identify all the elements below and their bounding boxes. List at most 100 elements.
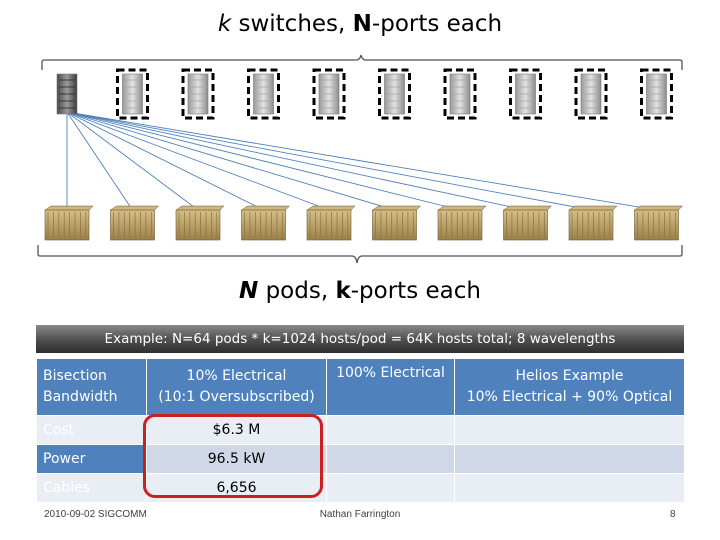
pod-top <box>633 205 684 211</box>
link-line <box>66 111 199 211</box>
cost-100pct-electrical <box>326 415 455 445</box>
pod-top <box>568 205 618 211</box>
switches-caption-end: -ports each <box>371 11 503 37</box>
row-label-cost: Cost <box>36 415 147 445</box>
table-row-power: Power 96.5 kW <box>36 444 685 474</box>
switch-inactive <box>181 68 215 120</box>
header-line: 100% Electrical <box>336 365 445 381</box>
pod-top <box>44 205 94 211</box>
pod-container <box>371 205 422 241</box>
switch-dashed-frame <box>116 68 149 120</box>
footer-conference: 2010-09-02 SIGCOMM <box>44 509 147 520</box>
header-line: Bisection <box>43 368 107 384</box>
switches-caption-mid: switches, <box>231 11 353 37</box>
table-header-row: Bisection Bandwidth 10% Electrical (10:1… <box>36 358 685 416</box>
switch-inactive <box>378 68 411 120</box>
n-symbol: N <box>239 278 259 304</box>
switch-dashed-frame <box>443 68 477 120</box>
brace-path <box>41 54 683 70</box>
switch-inactive <box>640 68 673 120</box>
link-line <box>66 111 133 211</box>
header-line: 10% Electrical + 90% Optical <box>466 389 673 405</box>
link-line <box>66 111 264 211</box>
pod-body <box>437 209 483 241</box>
link-line <box>66 111 395 211</box>
switch-dashed-frame <box>312 68 346 120</box>
power-100pct-electrical <box>326 444 455 474</box>
link-line <box>66 111 657 211</box>
header-line: Bandwidth <box>43 389 118 405</box>
switch-dashed-frame <box>509 68 542 120</box>
pods-caption: N pods, k-ports each <box>0 275 720 307</box>
pods-caption-mid: pods, <box>258 278 336 304</box>
k-symbol: k <box>335 278 351 304</box>
pod-body <box>110 209 155 241</box>
switch-inactive <box>443 68 477 120</box>
pods-caption-end: -ports each <box>350 278 481 304</box>
k-symbol: k <box>217 11 232 37</box>
pod-top <box>109 205 160 211</box>
power-10pct-electrical: 96.5 kW <box>146 444 327 474</box>
pod-container <box>568 205 618 241</box>
header-line: (10:1 Oversubscribed) <box>158 389 315 405</box>
header-line: Helios Example <box>515 368 624 384</box>
cables-helios <box>454 473 685 503</box>
pod-top <box>240 205 291 211</box>
header-line: 10% Electrical <box>186 368 287 384</box>
header-helios-example: Helios Example 10% Electrical + 90% Opti… <box>454 358 685 416</box>
brace-path <box>37 245 683 264</box>
link-line <box>66 111 526 211</box>
pod-container <box>109 205 160 241</box>
highlight-box <box>143 414 323 498</box>
switch-dashed-frame <box>640 68 673 120</box>
power-helios <box>454 444 685 474</box>
footer-author: Nathan Farrington <box>319 509 401 520</box>
switch-inactive <box>247 68 280 120</box>
switch-inactive <box>312 68 346 120</box>
cables-100pct-electrical <box>326 473 455 503</box>
pod-container <box>44 205 94 241</box>
pod-top <box>437 205 487 211</box>
pod-body <box>175 209 221 241</box>
switch-inactive <box>574 68 608 120</box>
pod-body <box>44 209 90 241</box>
pod-body <box>306 209 352 241</box>
switch-pod-links <box>66 111 657 211</box>
pod-container <box>437 205 487 241</box>
switch-row <box>56 68 673 120</box>
row-label-cables: Cables <box>36 473 147 503</box>
pod-container <box>502 205 553 241</box>
cost-10pct-electrical: $6.3 M <box>146 415 327 445</box>
cost-helios <box>454 415 685 445</box>
pod-container <box>240 205 291 241</box>
link-line <box>66 111 461 211</box>
comparison-table: Bisection Bandwidth 10% Electrical (10:1… <box>36 358 685 503</box>
example-banner: Example: N=64 pods * k=1024 hosts/pod = … <box>36 325 684 353</box>
switch-inactive <box>509 68 542 120</box>
switch-dashed-frame <box>574 68 608 120</box>
switches-caption: k switches, N-ports each <box>0 8 720 40</box>
row-label-power: Power <box>36 444 147 474</box>
link-line <box>66 111 592 211</box>
switches-brace <box>41 54 683 70</box>
pod-body <box>634 209 679 241</box>
switch-inactive <box>116 68 149 120</box>
pods-brace <box>37 245 683 264</box>
pod-body <box>372 209 417 241</box>
n-symbol: N <box>352 11 372 37</box>
pod-container <box>306 205 356 241</box>
pod-top <box>175 205 225 211</box>
pod-body <box>503 209 548 241</box>
switch-dashed-frame <box>181 68 215 120</box>
pod-container <box>633 205 684 241</box>
link-line <box>66 111 330 211</box>
topology-diagram <box>37 54 684 264</box>
header-100pct-electrical: 100% Electrical <box>326 358 455 416</box>
page-number: 8 <box>670 509 676 520</box>
pod-row <box>44 205 684 241</box>
header-bisection-bandwidth: Bisection Bandwidth <box>36 358 147 416</box>
pod-body <box>241 209 286 241</box>
switch-dashed-frame <box>247 68 280 120</box>
header-10pct-electrical: 10% Electrical (10:1 Oversubscribed) <box>146 358 327 416</box>
pod-body <box>568 209 614 241</box>
